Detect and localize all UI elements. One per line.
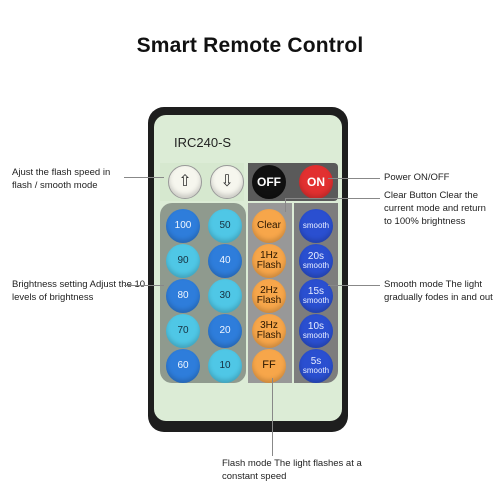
smooth-label: smooth <box>302 220 330 230</box>
speed-down-button[interactable]: ⇩ <box>210 165 244 199</box>
callout-clear: Clear Button Clear the current mode and … <box>384 190 486 227</box>
clear-button[interactable]: Clear <box>252 209 286 243</box>
up-arrow-icon: ⇧ <box>178 172 192 190</box>
brightness-20-button[interactable]: 20 <box>208 314 242 348</box>
leader-line <box>285 198 380 199</box>
brightness-10-button[interactable]: 10 <box>208 349 242 383</box>
leader-line <box>285 198 286 212</box>
leader-line <box>272 378 273 456</box>
callout-flash-speed: Ajust the flash speed in flash / smooth … <box>12 167 111 191</box>
callout-power: Power ON/OFF <box>384 172 450 183</box>
brightness-70-button[interactable]: 70 <box>166 314 200 348</box>
callout-flash-mode: Flash mode The light flashes at a consta… <box>222 458 362 482</box>
brightness-40-button[interactable]: 40 <box>208 244 242 278</box>
remote-face: IRC240-S ⇧ ⇩ OFF ON 100 50 90 40 80 30 7… <box>154 115 342 421</box>
off-button[interactable]: OFF <box>252 165 286 199</box>
leader-line <box>328 285 380 286</box>
remote-control: IRC240-S ⇧ ⇩ OFF ON 100 50 90 40 80 30 7… <box>148 107 348 432</box>
down-arrow-icon: ⇩ <box>220 172 234 190</box>
brightness-30-button[interactable]: 30 <box>208 279 242 313</box>
model-label: IRC240-S <box>174 135 232 150</box>
page-title: Smart Remote Control <box>136 34 364 57</box>
brightness-90-button[interactable]: 90 <box>166 244 200 278</box>
brightness-100-button[interactable]: 100 <box>166 209 200 243</box>
callout-smooth: Smooth mode The light gradually fodes in… <box>384 279 493 303</box>
leader-line <box>328 178 380 179</box>
leader-line <box>124 285 164 286</box>
leader-line <box>124 177 164 178</box>
smooth-button[interactable]: smooth <box>299 209 333 243</box>
brightness-80-button[interactable]: 80 <box>166 279 200 313</box>
on-button[interactable]: ON <box>299 165 333 199</box>
speed-up-button[interactable]: ⇧ <box>168 165 202 199</box>
callout-brightness: Brightness setting Adjust the 10 levels … <box>12 279 146 303</box>
brightness-60-button[interactable]: 60 <box>166 349 200 383</box>
brightness-50-button[interactable]: 50 <box>208 209 242 243</box>
ff-button[interactable]: FF <box>252 349 286 383</box>
